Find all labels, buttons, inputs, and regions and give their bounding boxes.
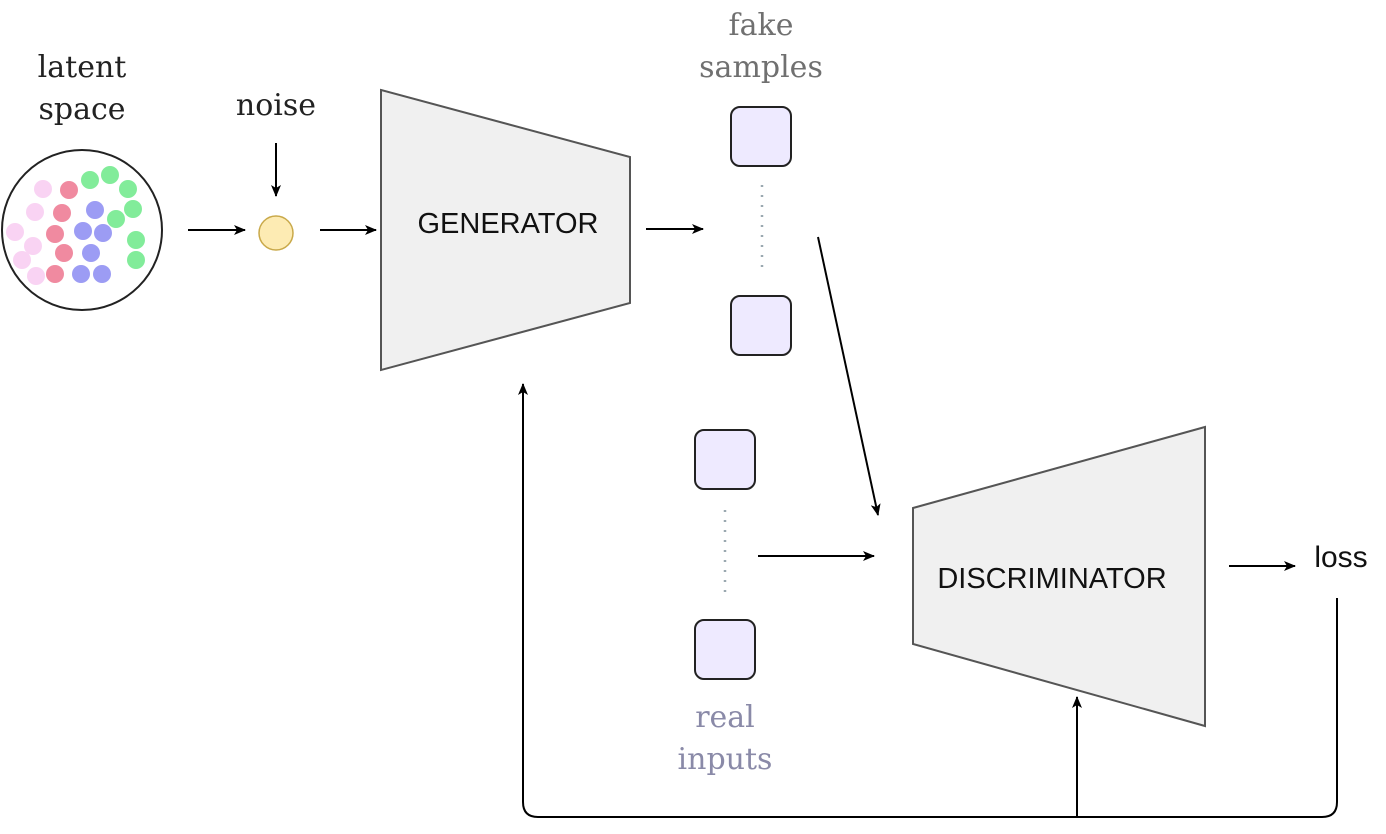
real-input-box-bottom <box>694 619 756 680</box>
discriminator-block <box>912 425 1206 728</box>
fake-samples-label-line1: fake <box>729 8 794 43</box>
latent-dots-blue <box>72 201 112 283</box>
generator-block <box>380 88 631 372</box>
latent-dots-red <box>46 181 78 283</box>
fake-sample-box-top <box>730 106 792 167</box>
latent-space-label-line2: space <box>38 92 125 127</box>
real-input-box-top <box>694 429 756 490</box>
latent-space-label-line1: latent <box>38 50 127 85</box>
loss-label: loss <box>1314 541 1367 574</box>
noise-label: noise <box>236 88 316 123</box>
latent-dots-green <box>81 166 145 269</box>
fake-sample-box-bottom <box>730 295 792 356</box>
real-inputs-label-line2: inputs <box>678 742 773 777</box>
generator-label: GENERATOR <box>417 208 598 240</box>
arrow-fake-to-discriminator <box>817 236 881 516</box>
feedback-loop-to-generator <box>518 383 1338 818</box>
fake-samples-label-line2: samples <box>699 50 823 85</box>
real-inputs-label-line1: real <box>695 700 755 735</box>
noise-node <box>258 215 294 251</box>
latent-dots-pink-light <box>6 180 52 285</box>
discriminator-label: DISCRIMINATOR <box>937 563 1166 595</box>
latent-space-circle <box>1 149 163 311</box>
